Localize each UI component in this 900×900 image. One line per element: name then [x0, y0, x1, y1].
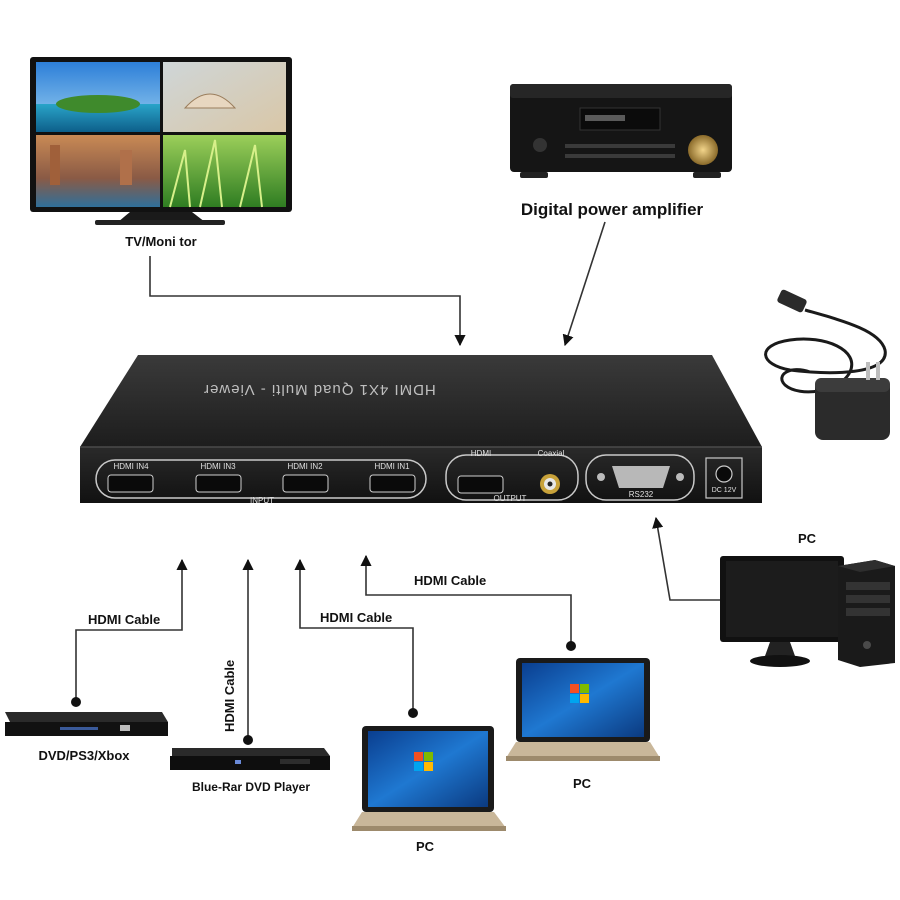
digital-power-amplifier-label: Digital power amplifier	[520, 200, 704, 219]
output-coaxial-label: Coaxial	[537, 449, 565, 458]
dvd-player	[5, 712, 168, 736]
pc-rs232-line	[652, 516, 720, 601]
input-group-label: INPUT	[250, 496, 274, 505]
tv-monitor-label: TV/Moni tor	[125, 234, 197, 249]
multiviewer-box	[80, 355, 762, 503]
output-group-label: OUTPUT	[493, 494, 527, 503]
desktop-pc	[720, 556, 895, 667]
amplifier-line	[562, 221, 606, 347]
laptop-right-cable-line	[360, 554, 572, 645]
digital-power-amplifier	[510, 84, 732, 178]
power-adapter	[764, 289, 890, 440]
laptop-left	[352, 726, 506, 831]
dvd-player-label: DVD/PS3/Xbox	[38, 748, 130, 763]
port-label-hdmi-in1: HDMI IN1	[374, 462, 410, 471]
output-hdmi-label: HDMI	[470, 449, 492, 458]
port-label-hdmi-in2: HDMI IN2	[287, 462, 323, 471]
bluray-player	[170, 748, 330, 770]
tv-line	[149, 256, 466, 347]
laptop-left-cable-label: HDMI Cable	[320, 610, 393, 625]
port-label-hdmi-in4: HDMI IN4	[113, 462, 149, 471]
tv-monitor	[30, 57, 292, 225]
laptop-right	[506, 658, 660, 761]
bluray-player-label: Blue-Rar DVD Player	[191, 780, 311, 794]
laptop-left-label: PC	[415, 839, 435, 854]
laptop-right-cable-label: HDMI Cable	[414, 573, 487, 588]
laptop-left-cable-line	[294, 558, 414, 712]
dvd-cable-label: HDMI Cable	[88, 612, 161, 627]
port-label-hdmi-in3: HDMI IN3	[200, 462, 236, 471]
connector-lines	[75, 221, 720, 738]
rs232-label: RS232	[628, 490, 654, 499]
connector-dots	[71, 641, 576, 745]
dvd-cable-line	[75, 558, 188, 700]
laptop-right-label: PC	[572, 776, 592, 791]
switcher-title: HDMI 4X1 Quad Multi - Viewer	[203, 381, 436, 398]
dc-12v-label: DC 12V	[711, 487, 737, 494]
desktop-pc-label: PC	[797, 531, 817, 546]
bluray-cable-label: HDMI Cable	[222, 659, 237, 732]
